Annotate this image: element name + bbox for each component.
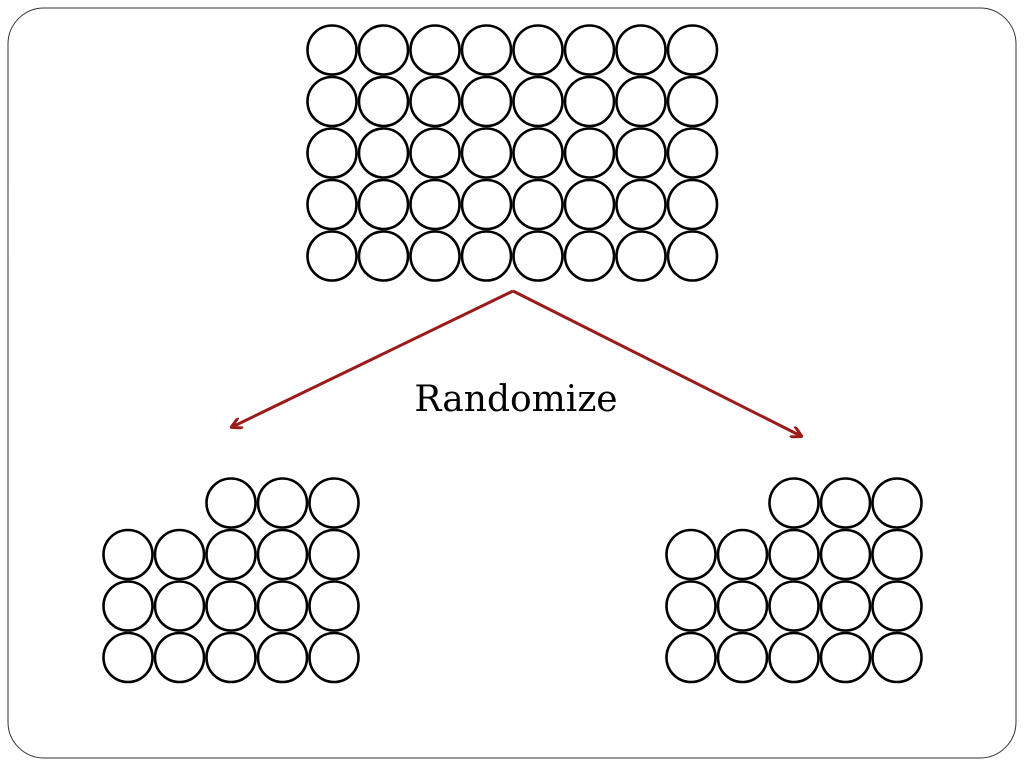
source-circle	[615, 75, 667, 128]
source-circle	[666, 24, 719, 76]
source-circle	[306, 127, 358, 179]
source-circle	[409, 178, 461, 231]
left-group-circle	[102, 528, 154, 581]
source-circle	[357, 230, 410, 282]
right-group-circle	[665, 528, 717, 581]
source-circle	[615, 230, 667, 282]
source-circle	[615, 127, 667, 179]
source-circle	[666, 127, 719, 179]
source-circle	[357, 24, 410, 76]
left-group-circle	[308, 477, 360, 529]
source-circle	[563, 178, 616, 231]
source-circle	[357, 178, 410, 231]
source-circle	[563, 230, 616, 282]
right-group-circle	[768, 580, 820, 632]
right-group-circle	[768, 477, 820, 529]
left-group-circle	[256, 580, 309, 632]
source-circle	[512, 178, 564, 231]
left-group-circle	[153, 580, 206, 632]
left-group-circle	[308, 631, 360, 684]
source-circle	[615, 24, 667, 76]
right-group-circle	[665, 580, 717, 632]
source-circle	[563, 127, 616, 179]
left-result-group	[102, 477, 360, 684]
left-group-circle	[256, 631, 309, 684]
source-circle	[306, 230, 358, 282]
source-circle	[666, 230, 719, 282]
source-circle	[460, 230, 513, 282]
right-group-circle	[716, 528, 769, 581]
left-group-circle	[205, 580, 257, 632]
source-circle	[615, 178, 667, 231]
left-group-circle	[256, 477, 309, 529]
left-group-circle	[308, 528, 360, 581]
source-circle	[512, 230, 564, 282]
source-circle	[409, 75, 461, 128]
left-group-circle	[102, 631, 154, 684]
source-circle	[306, 178, 358, 231]
source-circle	[512, 24, 564, 76]
randomize-label: Randomize	[414, 379, 617, 420]
source-circle	[460, 178, 513, 231]
source-circle	[357, 127, 410, 179]
source-circle	[460, 127, 513, 179]
randomize-arrow-right	[512, 289, 801, 436]
source-circle	[460, 75, 513, 128]
right-group-circle	[871, 528, 923, 581]
left-group-circle	[205, 477, 257, 529]
source-circle	[666, 75, 719, 128]
left-group-circle	[256, 528, 309, 581]
right-group-circle	[871, 631, 923, 684]
right-group-circle	[716, 631, 769, 684]
right-group-circle	[871, 580, 923, 632]
right-group-circle	[819, 477, 872, 529]
slide-border	[7, 7, 1017, 759]
source-circle	[409, 127, 461, 179]
source-circle	[460, 24, 513, 76]
left-group-circle	[205, 528, 257, 581]
right-group-circle	[768, 528, 820, 581]
right-result-group	[665, 477, 923, 684]
source-circle	[563, 24, 616, 76]
source-circle	[409, 24, 461, 76]
source-circle	[666, 178, 719, 231]
left-group-circle	[205, 631, 257, 684]
right-group-circle	[819, 528, 872, 581]
source-circle	[512, 75, 564, 128]
source-circle	[512, 127, 564, 179]
right-group-circle	[716, 580, 769, 632]
right-group-circle	[819, 631, 872, 684]
right-group-circle	[819, 580, 872, 632]
source-circle	[306, 75, 358, 128]
right-group-circle	[665, 631, 717, 684]
left-group-circle	[153, 528, 206, 581]
left-group-circle	[308, 580, 360, 632]
source-circle	[563, 75, 616, 128]
left-group-circle	[153, 631, 206, 684]
source-circle	[357, 75, 410, 128]
source-circle	[409, 230, 461, 282]
right-group-circle	[871, 477, 923, 529]
source-circle	[306, 24, 358, 76]
source-circle-grid	[306, 24, 719, 282]
randomize-arrow-left	[232, 289, 514, 427]
right-group-circle	[768, 631, 820, 684]
left-group-circle	[102, 580, 154, 632]
